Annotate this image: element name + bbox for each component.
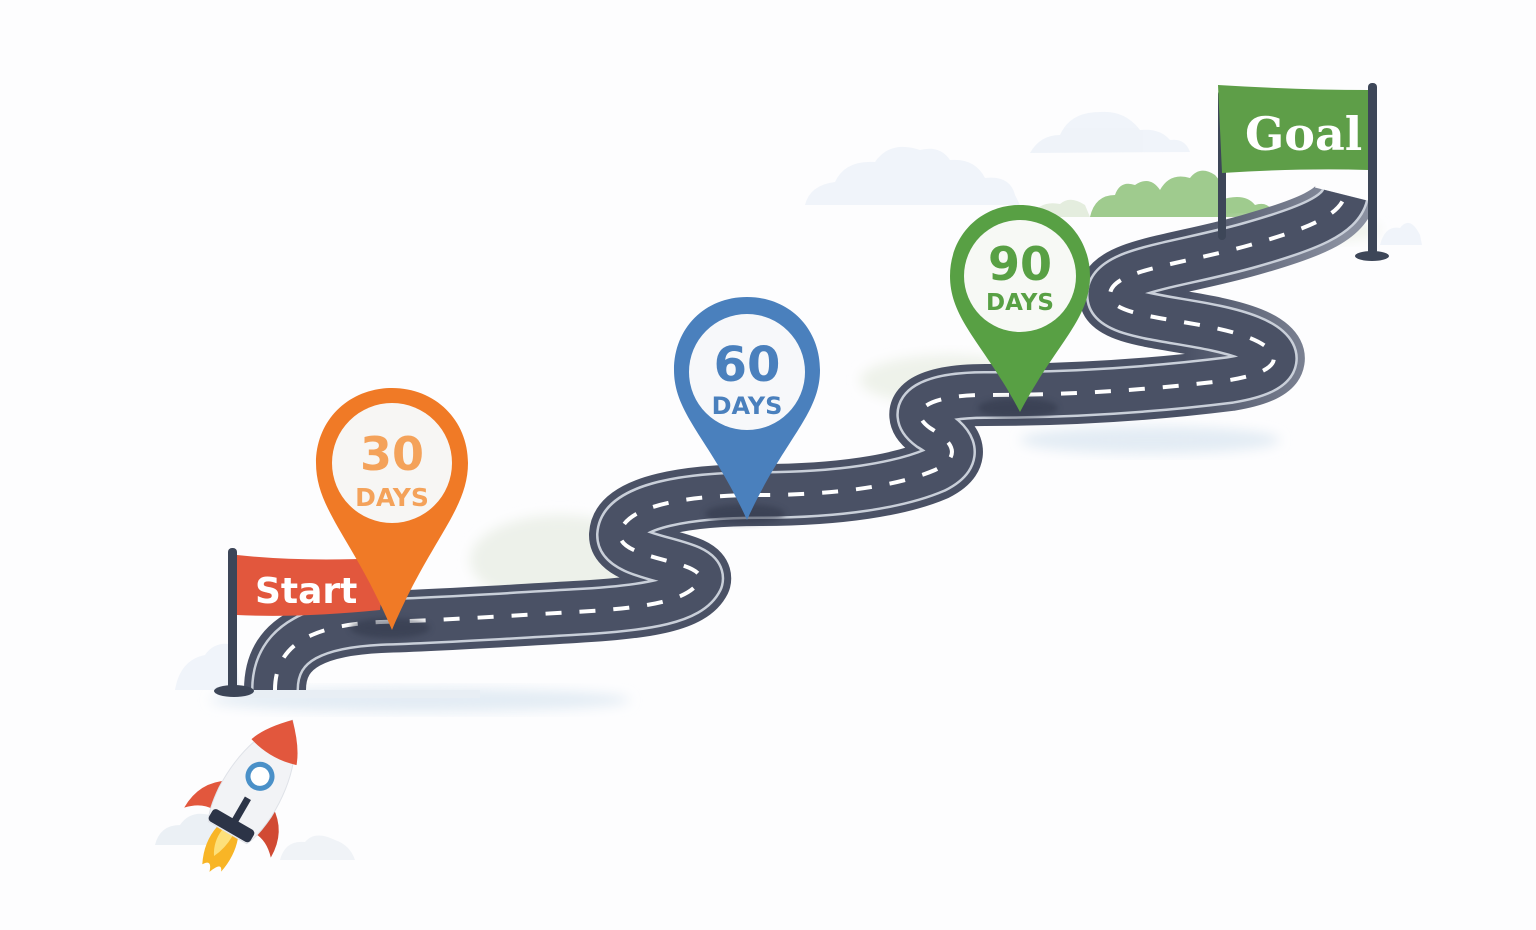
start-flag: Start (214, 548, 385, 697)
rocket-icon (184, 719, 298, 872)
cloud-icon (155, 111, 1422, 860)
milestone-unit: DAYS (712, 392, 783, 420)
start-flag-label: Start (255, 571, 357, 612)
milestone-unit: DAYS (355, 483, 429, 512)
milestone-number: 90 (988, 237, 1052, 291)
goal-flag: Goal (1218, 83, 1389, 261)
goal-flag-label: Goal (1245, 107, 1362, 161)
milestone-pin-30-days[interactable]: 30 DAYS (316, 388, 468, 638)
bush-icon (1030, 170, 1275, 217)
milestone-number: 30 (360, 427, 424, 481)
milestone-unit: DAYS (986, 290, 1054, 316)
milestone-pin-60-days[interactable]: 60 DAYS (674, 297, 820, 524)
milestone-pin-90-days[interactable]: 90 DAYS (950, 205, 1090, 418)
milestone-number: 60 (714, 337, 781, 393)
winding-road (240, 183, 1376, 698)
